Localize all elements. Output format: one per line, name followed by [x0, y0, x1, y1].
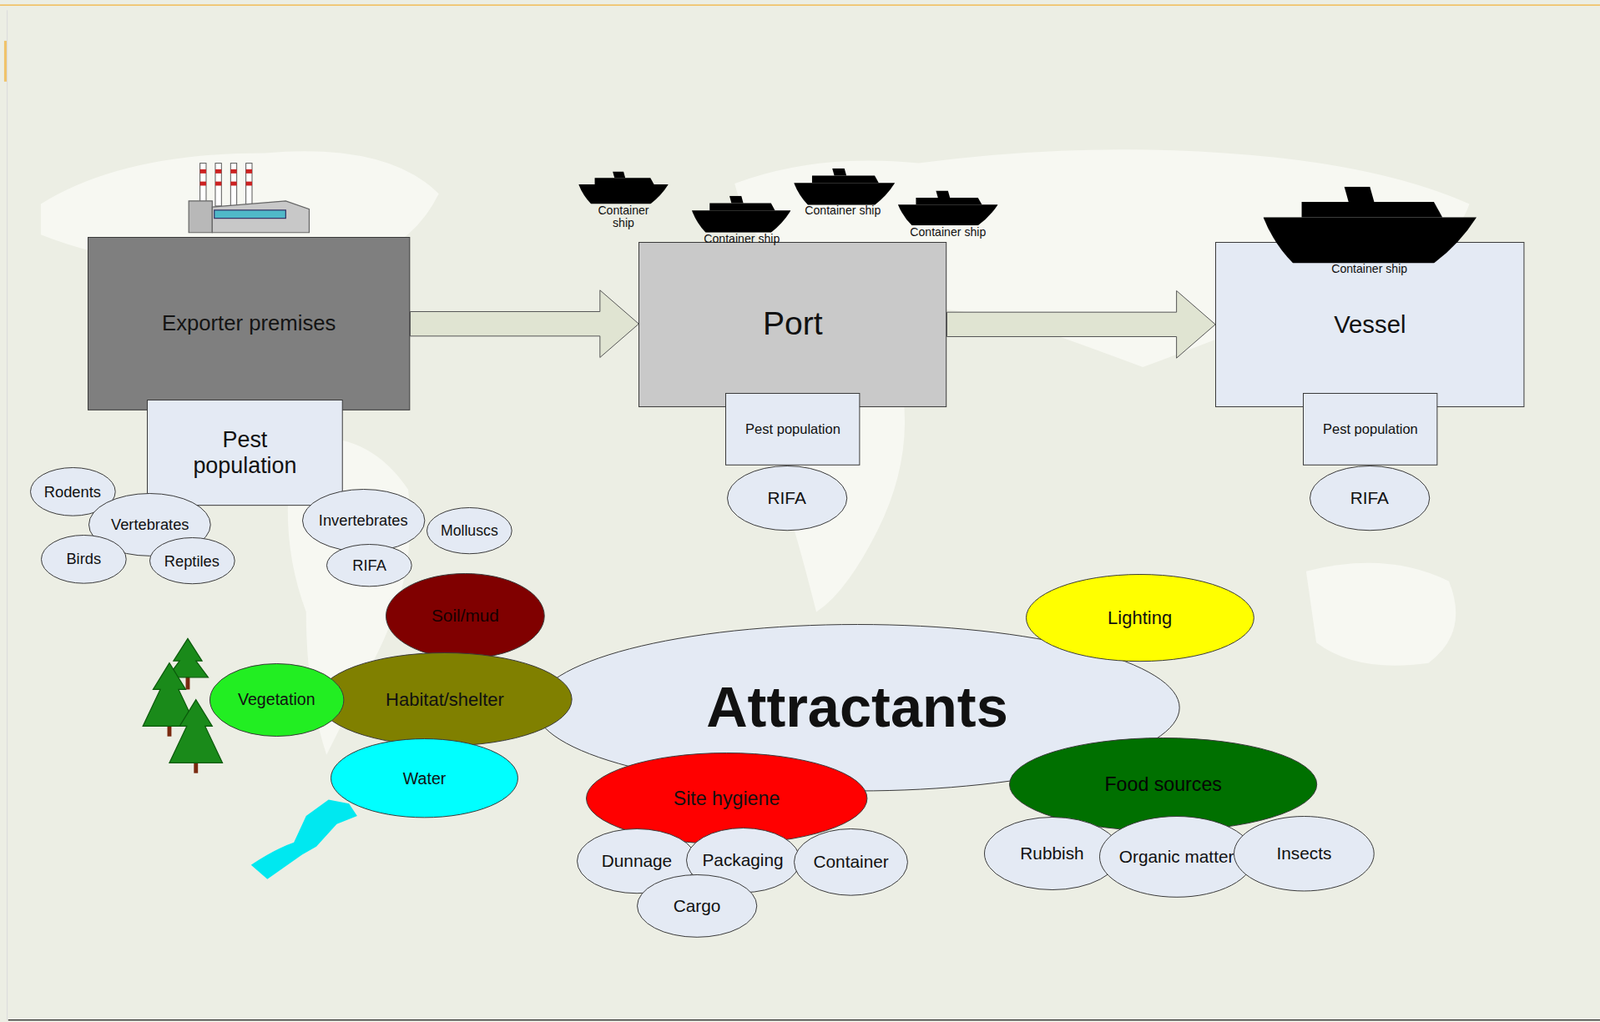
node-label: Site hygiene: [673, 787, 781, 811]
pest-ellipse: Birds: [40, 535, 127, 585]
box-outline: [1216, 242, 1525, 407]
ellipse-outline: [317, 653, 573, 747]
pest-population-box: Pest population: [725, 393, 860, 466]
factory-windows: [214, 210, 287, 219]
node-label: Pest population: [1322, 421, 1419, 438]
pest-ellipse: Invertebrates: [302, 489, 425, 553]
box-outline: [726, 393, 860, 465]
block-arrow: [946, 290, 1216, 359]
pest-ellipse: Reptiles: [149, 537, 236, 585]
premises-box: Exporter premises: [87, 237, 410, 411]
node-label: Exporter premises: [161, 311, 336, 337]
ellipse-outline: [636, 874, 757, 938]
top-rule: [0, 4, 1600, 6]
box-outline: [639, 242, 947, 407]
node-label: Vertebrates: [111, 515, 190, 534]
node-label: Molluscs: [440, 522, 499, 540]
ellipse-outline: [1025, 575, 1254, 662]
node-label: Vegetation: [237, 690, 316, 710]
container-ship-icon: [793, 168, 895, 206]
ship-caption: Container ship: [804, 204, 881, 218]
hygiene-ellipse: Cargo: [636, 874, 758, 939]
bottom-rule: [8, 1019, 1600, 1021]
vessel-box: Vessel: [1215, 242, 1525, 408]
pest-ellipse: RIFA: [326, 544, 413, 587]
node-label: Habitat/shelter: [385, 689, 505, 711]
ship-caption: Container ship: [909, 226, 986, 240]
box-outline: [1303, 393, 1438, 465]
attractant-ellipse: Soil/mud: [385, 573, 546, 660]
container-ship-icon: [1263, 186, 1478, 264]
ellipse-outline: [209, 663, 344, 737]
ellipse-outline: [331, 739, 519, 818]
factory-icon: [188, 163, 309, 233]
box-outline: [147, 400, 344, 506]
attractant-ellipse: Water: [330, 738, 519, 818]
pest-population-box: Pest population: [1302, 393, 1438, 466]
ellipse-outline: [327, 544, 413, 586]
factory-chimney: [215, 163, 222, 207]
node-label: Dunnage: [601, 851, 672, 872]
node-label: Rubbish: [1019, 843, 1084, 864]
attractant-ellipse: Vegetation: [209, 663, 344, 737]
factory-building: [211, 201, 309, 233]
node-label: RIFA: [1350, 488, 1389, 509]
box-outline: [88, 237, 410, 410]
node-label: Food sources: [1104, 773, 1222, 797]
node-label: Invertebrates: [318, 511, 409, 530]
ellipse-outline: [149, 538, 235, 585]
ellipse-outline: [794, 828, 909, 896]
node-label: Lighting: [1107, 607, 1172, 629]
food-ellipse: Insects: [1233, 816, 1375, 893]
ellipse-outline: [302, 489, 424, 552]
ellipse-outline: [40, 535, 127, 584]
node-label: Container: [813, 852, 889, 873]
factory-chimney: [230, 163, 237, 207]
pest-ellipse: RIFA: [726, 465, 848, 531]
attractant-ellipse: Lighting: [1025, 574, 1255, 662]
ellipse-outline: [386, 574, 546, 660]
factory-chimney: [246, 163, 253, 207]
factory-building: [188, 201, 212, 233]
node-label: Birds: [65, 550, 101, 568]
continent: [1306, 563, 1456, 667]
pest-ellipse: RIFA: [1309, 465, 1430, 531]
block-arrow: [409, 290, 639, 359]
container-ship-icon: [691, 196, 792, 233]
ellipse-outline: [1234, 817, 1375, 892]
node-label: Insects: [1276, 843, 1332, 864]
node-label: Soil/mud: [431, 605, 500, 626]
node-label: RIFA: [352, 556, 387, 575]
food-ellipse: Organic matter: [1099, 816, 1255, 899]
container-ship-icon: [578, 171, 669, 204]
node-label: Vessel: [1333, 310, 1406, 339]
attractant-ellipse: Habitat/shelter: [317, 652, 573, 748]
ellipse-outline: [726, 465, 847, 530]
node-label: Cargo: [673, 896, 722, 917]
ellipse-outline: [1309, 465, 1429, 530]
chimney-bands: [200, 169, 253, 187]
node-label: Reptiles: [164, 552, 220, 571]
ellipse-outline: [427, 507, 513, 554]
port-box: Port: [638, 242, 947, 408]
node-label: Attractants: [706, 675, 1009, 742]
node-label: Port: [762, 305, 823, 344]
node-label: Organic matter: [1119, 847, 1235, 868]
node-label: Pest population: [745, 421, 841, 438]
node-label: Pest population: [168, 427, 322, 480]
river: [251, 799, 358, 879]
node-label: Water: [403, 769, 447, 789]
left-rule: [6, 10, 8, 1020]
node-label: Rodents: [44, 483, 101, 501]
ellipse-outline: [1099, 817, 1254, 899]
container-ship-icon: [898, 191, 999, 227]
ship-caption: Container ship: [587, 204, 660, 231]
pest-population-box: Pest population: [146, 399, 344, 506]
pest-ellipse: Molluscs: [426, 507, 513, 555]
hygiene-ellipse: Container: [793, 828, 909, 897]
node-label: RIFA: [767, 488, 807, 509]
factory-chimney: [200, 163, 207, 207]
node-label: Packaging: [701, 850, 783, 871]
